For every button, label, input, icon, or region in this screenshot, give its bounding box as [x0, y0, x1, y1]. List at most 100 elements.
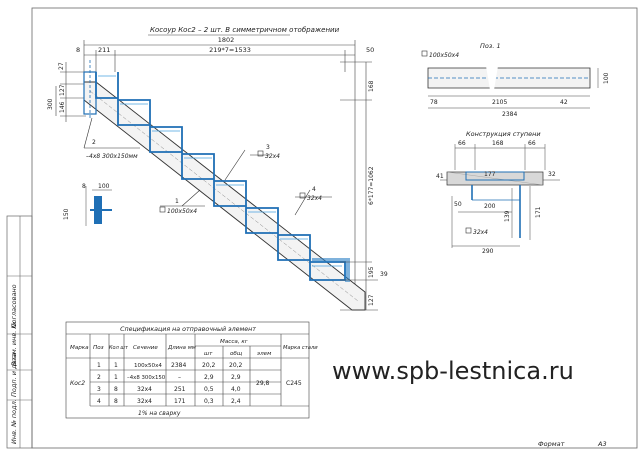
pos1-beam [427, 66, 599, 109]
spec-footer: 1% на сварку [138, 410, 181, 417]
tread-d139: 139 [504, 210, 511, 222]
spec-row4-section: 32х4 [137, 398, 152, 405]
spec-row4-length: 171 [174, 398, 186, 405]
spec-row2-pos: 2 [97, 374, 101, 381]
dim-top-8: 8 [76, 46, 80, 54]
spec-row1-total: 20,2 [229, 362, 243, 369]
spec-h-qty: Кол шт [109, 345, 129, 351]
spec-row4-pos: 4 [97, 398, 101, 405]
tread-d41: 41 [436, 173, 444, 180]
spec-row1-length: 2384 [171, 362, 186, 369]
tread-d177: 177 [484, 171, 496, 178]
spec-row2-length: – [178, 374, 181, 381]
spec-row2-qty: 1 [114, 374, 118, 381]
tread-d168: 168 [492, 140, 504, 147]
callout-2-plate: –4х8 300х150мм [86, 153, 138, 160]
side-stamp: Согласовано Взам. инв. № Подп. и дата Ин… [6, 215, 33, 449]
spec-row1-pos: 1 [97, 362, 101, 369]
dim-top-total: 1802 [218, 36, 235, 44]
tread-d200: 200 [484, 203, 496, 210]
spec-title: Спецификация на отправочный элемент [120, 326, 256, 333]
tread-d290: 290 [482, 248, 494, 255]
dim-left-27: 27 [58, 62, 65, 70]
spec-row1-sht: 20,2 [202, 362, 216, 369]
drawing-title: Косоур Кос2 – 2 шт. В симметричном отобр… [150, 26, 340, 34]
callout-3: 3 [266, 144, 270, 151]
spec-table [65, 321, 310, 419]
dim-right-39: 39 [380, 271, 388, 278]
callout-1: 1 [175, 198, 179, 205]
spec-h-length: Длина мм [167, 345, 196, 351]
pos1-title: Поз. 1 [480, 42, 501, 50]
pos1-d78: 78 [430, 99, 438, 106]
spec-h-mark: Марка [70, 345, 89, 351]
stamp-replaced: Взам. инв. № [10, 322, 18, 366]
spec-h-section: Сечение [133, 345, 158, 351]
plate-dim-h: 100 [98, 183, 110, 190]
pos1-d2384: 2384 [502, 111, 517, 118]
format-value: А3 [597, 440, 607, 448]
dim-right-168: 168 [368, 80, 375, 92]
spec-row4-qty: 8 [114, 398, 118, 405]
spec-row3-sht: 0,5 [204, 386, 214, 393]
callout-4: 4 [312, 186, 316, 193]
spec-row3-qty: 8 [114, 386, 118, 393]
spec-h-elem: элем [257, 351, 272, 357]
stamp-inventory: Инв. № подл. [10, 399, 18, 444]
callout-3-angle: 32х4 [265, 153, 280, 160]
dim-top-211: 211 [98, 46, 110, 54]
tread-detail [440, 144, 560, 248]
pos1-d2105: 2105 [492, 99, 507, 106]
dim-left-127: 127 [59, 84, 66, 96]
dim-right-rise: 6*177=1062 [368, 166, 375, 205]
spec-row3-section: 32х4 [137, 386, 152, 393]
pos1-d100: 100 [603, 72, 610, 84]
format-label: Формат [538, 440, 565, 448]
stamp-agreed: Согласовано [10, 284, 18, 328]
callout-4-angle: 32х4 [307, 195, 322, 202]
dim-right-127: 127 [368, 294, 375, 306]
callout-1-profile: 100х50х4 [167, 208, 197, 215]
spec-row3-length: 251 [174, 386, 186, 393]
plate-dim-v: 150 [63, 208, 70, 220]
spec-row4-total: 2,4 [231, 398, 241, 405]
tread-d50: 50 [454, 201, 462, 208]
spec-row2-total: 2,9 [231, 374, 241, 381]
dim-left-146: 146 [59, 101, 66, 113]
tread-d66a: 66 [458, 140, 466, 147]
dim-left-300: 300 [47, 98, 54, 110]
square-section-icon [159, 206, 166, 213]
tread-d171: 171 [535, 206, 542, 218]
dim-right-195: 195 [368, 266, 375, 278]
spec-row1-qty: 1 [114, 362, 118, 369]
tread-angle: 32х4 [473, 229, 488, 236]
spec-row3-pos: 3 [97, 386, 101, 393]
tread-d32: 32 [548, 171, 556, 178]
tread-d66b: 66 [528, 140, 536, 147]
spec-h-steel: Марка стали [283, 345, 318, 351]
spec-row2-section: –4х8 300х150 [127, 375, 166, 381]
website-url: www.spb-lestnica.ru [332, 357, 574, 385]
callout-leaders [83, 117, 332, 216]
dim-top-repeat: 219*7=1533 [209, 46, 251, 54]
plate-dim-w: 8 [82, 183, 86, 190]
spec-h-total: общ [230, 351, 242, 357]
spec-h-sht: шт [204, 351, 213, 357]
left-dimensions [55, 62, 86, 122]
dim-top-50: 50 [366, 46, 374, 54]
spec-h-pos: Поз [93, 345, 104, 351]
stamp-sign-date: Подп. и дата [10, 353, 18, 397]
spec-h-mass: Масса, кг [220, 339, 248, 345]
pos1-d42: 42 [560, 99, 568, 106]
top-dimensions [83, 40, 356, 300]
spec-elem-mass: 29,8 [256, 380, 270, 387]
spec-row1-section: 100х50х4 [134, 363, 162, 369]
right-dimensions [340, 61, 378, 311]
tread-title: Конструкция ступени [466, 130, 541, 138]
callout-2: 2 [92, 139, 96, 146]
landing-plate [312, 258, 350, 282]
spec-row2-sht: 2,9 [204, 374, 214, 381]
spec-mark-value: Кос2 [70, 380, 85, 387]
spec-row4-sht: 0,3 [204, 398, 214, 405]
